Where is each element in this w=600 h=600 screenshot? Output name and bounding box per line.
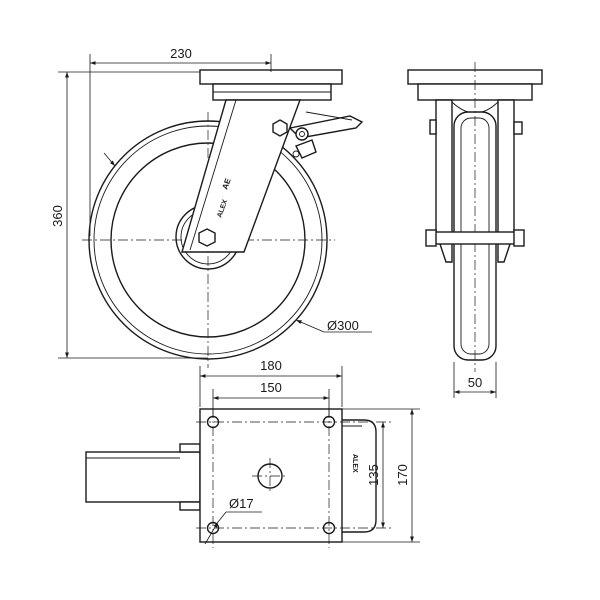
fork-leg [181, 99, 302, 253]
dim-bolt-spacing-y-label: 135 [366, 464, 381, 486]
dim-overall-height-label: 360 [50, 205, 65, 227]
front-brake-right [513, 121, 523, 135]
dim-overall-height: 360 [50, 71, 208, 359]
top-brake-link-lower [179, 501, 201, 511]
dim-bolt-spacing-y: 135 [366, 422, 385, 528]
dim-plate-width: 180 [199, 358, 343, 407]
dim-bolt-hole-diameter-label: Ø17 [229, 496, 254, 511]
dim-wheel-diameter: Ø300 [295, 318, 372, 333]
front-brake-left [429, 119, 437, 135]
dim-plate-length-label: 170 [395, 464, 410, 486]
front-fork-right [497, 99, 515, 263]
front-fork-left [435, 99, 453, 263]
dim-bolt-spacing-x: 150 [212, 380, 330, 416]
front-axle-nut-right [513, 229, 525, 247]
kingpin-nut [272, 119, 288, 137]
axle-nut [198, 228, 216, 247]
front-axle [427, 231, 523, 245]
brake-lever [288, 111, 364, 159]
top-brake-pedal [85, 451, 201, 503]
dim-overall-width: 230 [89, 46, 272, 236]
dim-bolt-hole-diameter: Ø17 [204, 496, 262, 545]
side-top-plate [199, 69, 343, 85]
top-brake-link-upper [179, 443, 201, 453]
dim-wheel-width-label: 50 [468, 375, 482, 390]
dim-bolt-spacing-x-label: 150 [260, 380, 282, 395]
front-axle-nut-left [425, 229, 437, 247]
fork-leg-edge [189, 99, 237, 251]
dim-plate-length: 170 [342, 408, 420, 543]
dim-wheel-width: 50 [453, 362, 497, 398]
front-view: 50 [407, 62, 543, 398]
dim-overall-width-label: 230 [170, 46, 192, 61]
top-view-brand-text: ALEX [351, 454, 358, 473]
top-view: ALEX 180 1 [85, 358, 420, 548]
dim-wheel-diameter-label: Ø300 [327, 318, 359, 333]
fork-logo-text: AE [220, 177, 232, 191]
side-view: AE ALEX 230 360 Ø300 [50, 46, 372, 368]
top-fork-side [342, 419, 377, 533]
dim-plate-width-label: 180 [260, 358, 282, 373]
top-centerlines [196, 408, 394, 548]
top-base-plate [199, 408, 343, 543]
tread-leader [103, 152, 116, 167]
